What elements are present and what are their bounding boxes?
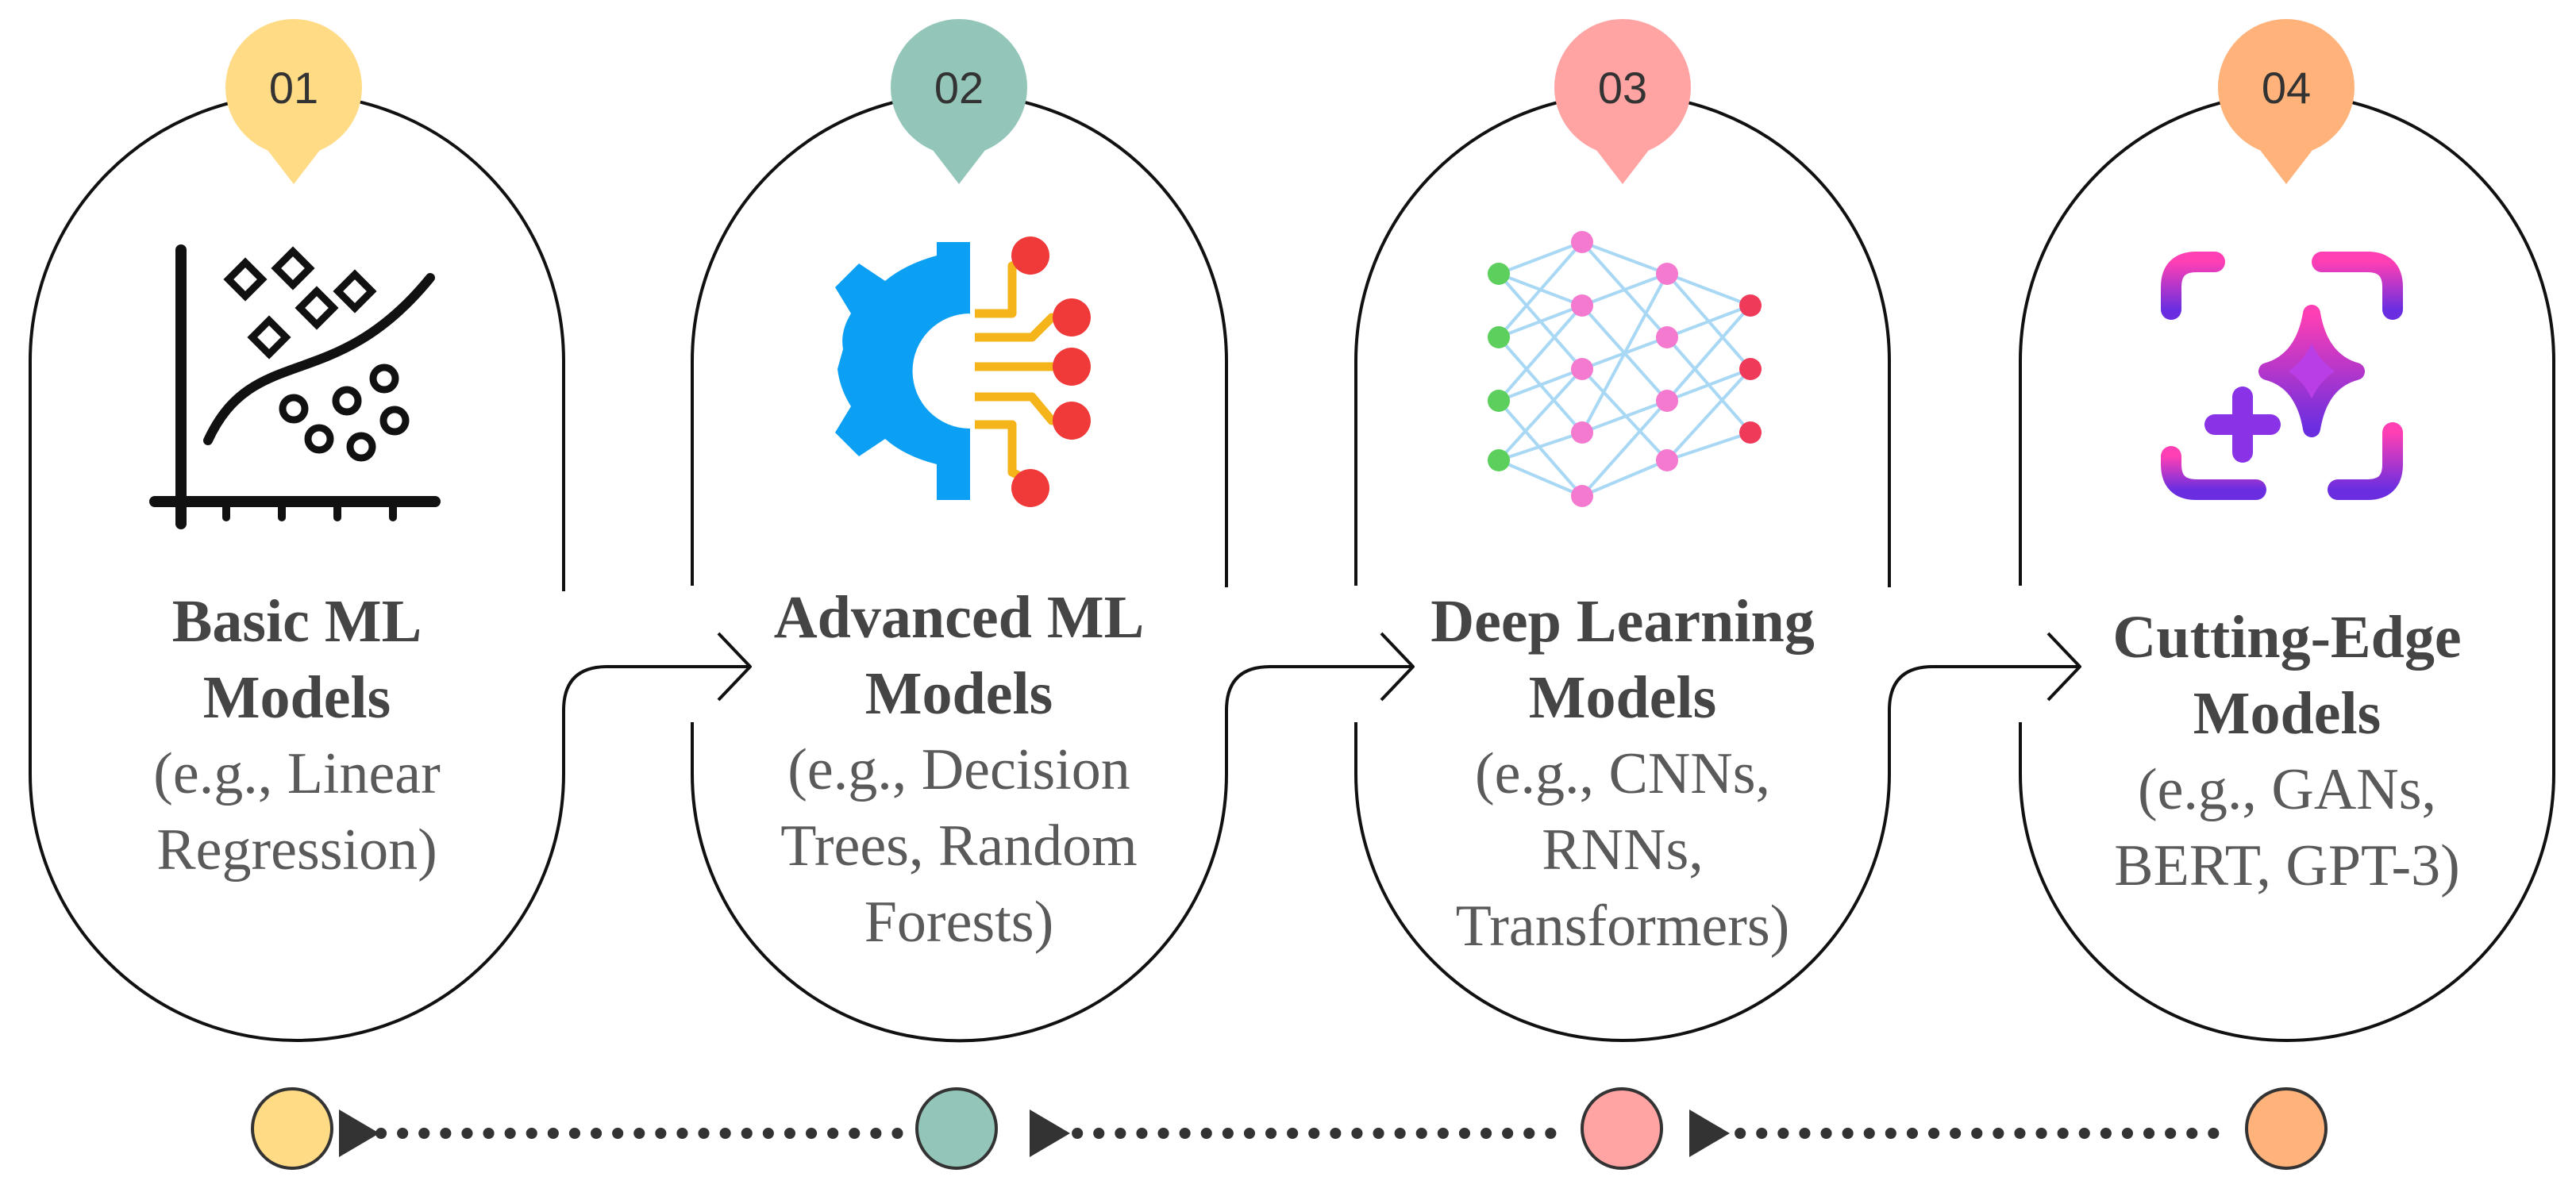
stage-4-text: Cutting-Edge Models (e.g., GANs, BERT, G… (2065, 599, 2509, 904)
stage-outlines (29, 92, 2555, 1043)
stage-4-title-line1: Cutting-Edge (2112, 604, 2462, 671)
neural-network-icon (1488, 231, 1762, 507)
badge-2-pointer (927, 143, 991, 184)
badge-4: 04 (2218, 19, 2355, 184)
stage-2-example-line2: Trees, Random (780, 813, 1138, 879)
stage-1-title-line2: Models (202, 664, 391, 731)
stage-4-example-line1: (e.g., GANs, (2137, 757, 2437, 822)
timeline-node-1 (251, 1087, 333, 1170)
arrowhead-3-4 (2047, 632, 2081, 702)
badge-3-circle (1554, 19, 1691, 156)
badge-4-number: 04 (2262, 63, 2311, 113)
stage-1-title-line1: Basic ML (171, 588, 422, 655)
gear-circuit-icon (835, 237, 1091, 507)
stage-4-title-line2: Models (2193, 680, 2382, 747)
badge-3-pointer (1591, 143, 1654, 184)
timeline-arrow-1 (339, 1109, 379, 1157)
badge-2-circle (891, 19, 1027, 156)
stage-1-text: Basic ML Models (e.g., Linear Regression… (75, 583, 519, 888)
stage-1-example-line1: (e.g., Linear (153, 741, 441, 806)
stage-3-example-line1: (e.g., CNNs, (1474, 741, 1771, 806)
timeline-arrow-3 (1689, 1109, 1730, 1157)
connector-2-3 (1225, 665, 1413, 722)
timeline-arrow-2 (1030, 1109, 1070, 1157)
timeline (251, 1087, 2328, 1170)
connectors (562, 632, 2081, 722)
badge-1-circle (225, 19, 362, 156)
stage-1-outline (29, 93, 565, 1042)
timeline-node-3 (1581, 1087, 1663, 1170)
scatter-plot-icon (149, 244, 441, 529)
badge-3: 03 (1554, 19, 1691, 184)
badge-1: 01 (225, 19, 362, 184)
stage-4-outline (2019, 93, 2555, 1042)
stage-3-title-line2: Models (1528, 664, 1717, 731)
badge-3-number: 03 (1598, 63, 1647, 113)
arrowhead-2-3 (1380, 632, 1415, 702)
badge-2-number: 02 (934, 63, 984, 113)
stage-3-title-line1: Deep Learning (1430, 588, 1815, 655)
connector-1-2 (562, 665, 750, 722)
timeline-node-2 (915, 1087, 998, 1170)
connector-3-4 (1888, 665, 2080, 722)
stage-2-example-line1: (e.g., Decision (787, 737, 1130, 802)
badge-2: 02 (891, 19, 1027, 184)
timeline-node-4 (2245, 1087, 2328, 1170)
stage-2-example-line3: Forests) (864, 890, 1054, 955)
stage-3-example-line3: Transformers) (1455, 894, 1790, 959)
stage-4-example-line2: BERT, GPT-3) (2114, 833, 2460, 898)
stage-3-example-line2: RNNs, (1542, 817, 1704, 883)
stage-2-title-line2: Models (864, 660, 1053, 727)
stage-2-title-line1: Advanced ML (773, 584, 1145, 651)
stage-1-example-line2: Regression) (156, 817, 437, 883)
stage-2-text: Advanced ML Models (e.g., Decision Trees… (737, 579, 1181, 960)
badge-4-pointer (2254, 143, 2318, 184)
stage-3-text: Deep Learning Models (e.g., CNNs, RNNs, … (1400, 583, 1845, 964)
badge-4-circle (2218, 19, 2355, 156)
ai-sparkle-icon (2161, 252, 2403, 500)
badge-1-number: 01 (269, 63, 318, 113)
arrowhead-1-2 (717, 632, 752, 702)
badge-1-pointer (262, 143, 325, 184)
